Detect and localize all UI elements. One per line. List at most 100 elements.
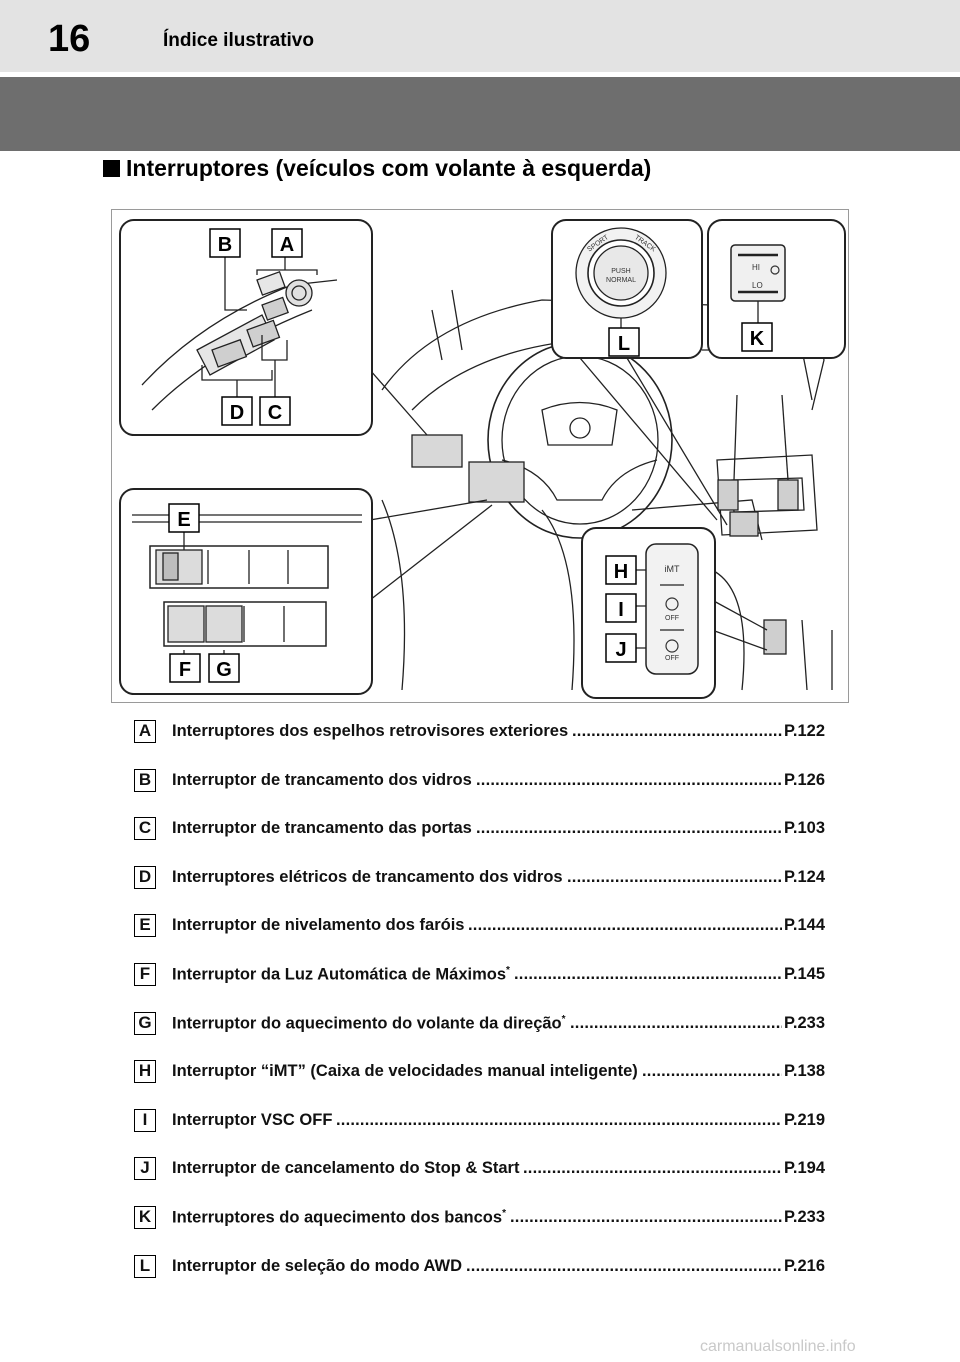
entry-letter-badge: C	[134, 817, 156, 841]
index-entry-j: J Interruptor de cancelamento do Stop & S…	[0, 1155, 960, 1185]
entry-leader-dots: ........................................…	[336, 1110, 782, 1129]
index-entry-i: I Interruptor VSC OFF....................…	[0, 1107, 960, 1137]
entry-page-link[interactable]: P.219	[784, 1110, 825, 1129]
index-entry-e: E Interruptor de nivelamento dos faróis..…	[0, 912, 960, 942]
lo-label: LO	[752, 281, 763, 290]
entry-letter-badge: K	[134, 1206, 156, 1229]
section-title-text: Interruptores (veículos com volante à es…	[126, 155, 652, 181]
entry-letter-badge: E	[134, 914, 156, 938]
entry-page-link[interactable]: P.103	[784, 819, 825, 838]
seat-heater-icon	[770, 265, 780, 275]
entry-description-text: Interruptor “iMT” (Caixa de velocidades …	[172, 1062, 638, 1081]
entry-description-text: Interruptor VSC OFF	[172, 1110, 333, 1129]
entry-leader-dots: ........................................…	[476, 770, 782, 789]
svg-text:C: C	[268, 402, 282, 424]
svg-text:G: G	[216, 659, 232, 681]
callout-b: B	[209, 228, 241, 258]
entry-page-link[interactable]: P.122	[784, 722, 825, 740]
entry-description: Interruptor “iMT” (Caixa de velocidades …	[172, 1062, 638, 1081]
entry-leader-dots: ........................................…	[642, 1062, 782, 1081]
entry-letter-badge: A	[134, 720, 156, 743]
page-number: 16	[48, 18, 91, 60]
index-entry-b: B Interruptor de trancamento dos vidros..…	[0, 767, 960, 797]
entry-description: Interruptor da Luz Automática de Máximos…	[172, 965, 510, 985]
entry-description-text: Interruptor de nivelamento dos faróis	[172, 916, 465, 935]
entry-leader-dots: ........................................…	[514, 965, 782, 983]
entry-description: Interruptor de trancamento dos vidros	[172, 771, 472, 790]
entry-footnote-mark: *	[502, 1208, 506, 1219]
entry-letter-badge: B	[134, 768, 156, 792]
entry-description-text: Interruptor de seleção do modo AWD	[172, 1256, 462, 1275]
entry-letter-badge: G	[134, 1011, 156, 1035]
svg-text:B: B	[218, 234, 232, 256]
entry-description-text: Interruptores do aquecimento dos bancos	[172, 1208, 503, 1227]
entry-page-link[interactable]: P.126	[784, 770, 825, 789]
entry-letter-badge: I	[134, 1108, 156, 1132]
callout-f: F	[169, 653, 201, 683]
svg-text:H: H	[614, 561, 628, 583]
entry-description-text: Interruptor de cancelamento do Stop & St…	[172, 1159, 520, 1178]
vsc-icon	[665, 597, 679, 611]
entry-page-link[interactable]: P.138	[784, 1062, 825, 1081]
svg-text:E: E	[177, 509, 190, 531]
entry-leader-dots: ........................................…	[466, 1256, 782, 1275]
entry-leader-dots: ........................................…	[510, 1208, 782, 1226]
entry-page-link[interactable]: P.194	[784, 1159, 825, 1178]
entry-letter-badge: L	[134, 1254, 156, 1278]
svg-text:A: A	[280, 234, 294, 256]
entry-description: Interruptor do aquecimento do volante da…	[172, 1014, 566, 1034]
svg-text:L: L	[618, 333, 630, 355]
entry-page-link[interactable]: P.233	[784, 1013, 825, 1032]
entry-description-text: Interruptor de trancamento dos vidros	[172, 770, 472, 789]
section-title: Interruptores (veículos com volante à es…	[103, 155, 651, 182]
svg-text:F: F	[179, 659, 191, 681]
hi-label: HI	[752, 263, 760, 272]
entry-description: Interruptores dos espelhos retrovisores …	[172, 722, 568, 741]
page-header: 16 Índice ilustrativo	[0, 0, 960, 72]
entry-page-link[interactable]: P.124	[784, 867, 825, 886]
entry-leader-dots: ........................................…	[570, 1013, 782, 1032]
entry-page-link[interactable]: P.144	[784, 916, 825, 935]
index-entry-k: K Interruptores do aquecimento dos bancos…	[0, 1204, 960, 1234]
entry-description-text: Interruptores dos espelhos retrovisores …	[172, 722, 569, 740]
header-title: Índice ilustrativo	[163, 30, 314, 51]
svg-text:K: K	[750, 328, 765, 350]
header-band	[0, 77, 960, 151]
entry-leader-dots: ........................................…	[523, 1159, 782, 1178]
imt-label: iMT	[665, 564, 680, 574]
entry-description-text: Interruptor de trancamento das portas	[172, 819, 472, 838]
callout-l: L	[608, 327, 640, 357]
callout-i: I	[605, 593, 637, 623]
index-entry-l: L Interruptor de seleção do modo AWD.....…	[0, 1253, 960, 1283]
vsc-off-label: OFF	[665, 615, 679, 622]
svg-text:I: I	[618, 599, 624, 621]
entry-letter-badge: F	[134, 963, 156, 986]
entry-leader-dots: ........................................…	[476, 819, 782, 838]
entry-page-link[interactable]: P.145	[784, 965, 825, 983]
callout-g: G	[208, 653, 240, 683]
index-entry-c: C Interruptor de trancamento das portas..…	[0, 815, 960, 845]
entry-leader-dots: ........................................…	[567, 867, 782, 886]
callout-c: C	[259, 396, 291, 426]
entry-description-text: Interruptores elétricos de trancamento d…	[172, 867, 563, 886]
entry-description-text: Interruptor do aquecimento do volante da…	[172, 1014, 562, 1033]
callout-k: K	[741, 322, 773, 352]
callout-d: D	[221, 396, 253, 426]
callout-a: A	[271, 228, 303, 258]
entry-page-link[interactable]: P.233	[784, 1208, 825, 1226]
entry-footnote-mark: *	[506, 965, 510, 976]
normal-label: NORMAL	[606, 277, 636, 284]
entry-leader-dots: ........................................…	[468, 916, 782, 935]
callout-e: E	[168, 503, 200, 533]
entry-footnote-mark: *	[561, 1013, 566, 1025]
entry-description: Interruptores elétricos de trancamento d…	[172, 868, 563, 887]
entry-description: Interruptor VSC OFF	[172, 1111, 332, 1130]
dashboard-drawing: PUSH NORMAL SPORT TRACK HI LO iMT OFF OF…	[119, 219, 846, 699]
entry-letter-badge: J	[134, 1157, 156, 1181]
svg-text:D: D	[230, 402, 244, 424]
entry-description-text: Interruptor da Luz Automática de Máximos	[172, 965, 507, 984]
entry-page-link[interactable]: P.216	[784, 1256, 825, 1275]
entry-description: Interruptor de seleção do modo AWD	[172, 1257, 462, 1276]
